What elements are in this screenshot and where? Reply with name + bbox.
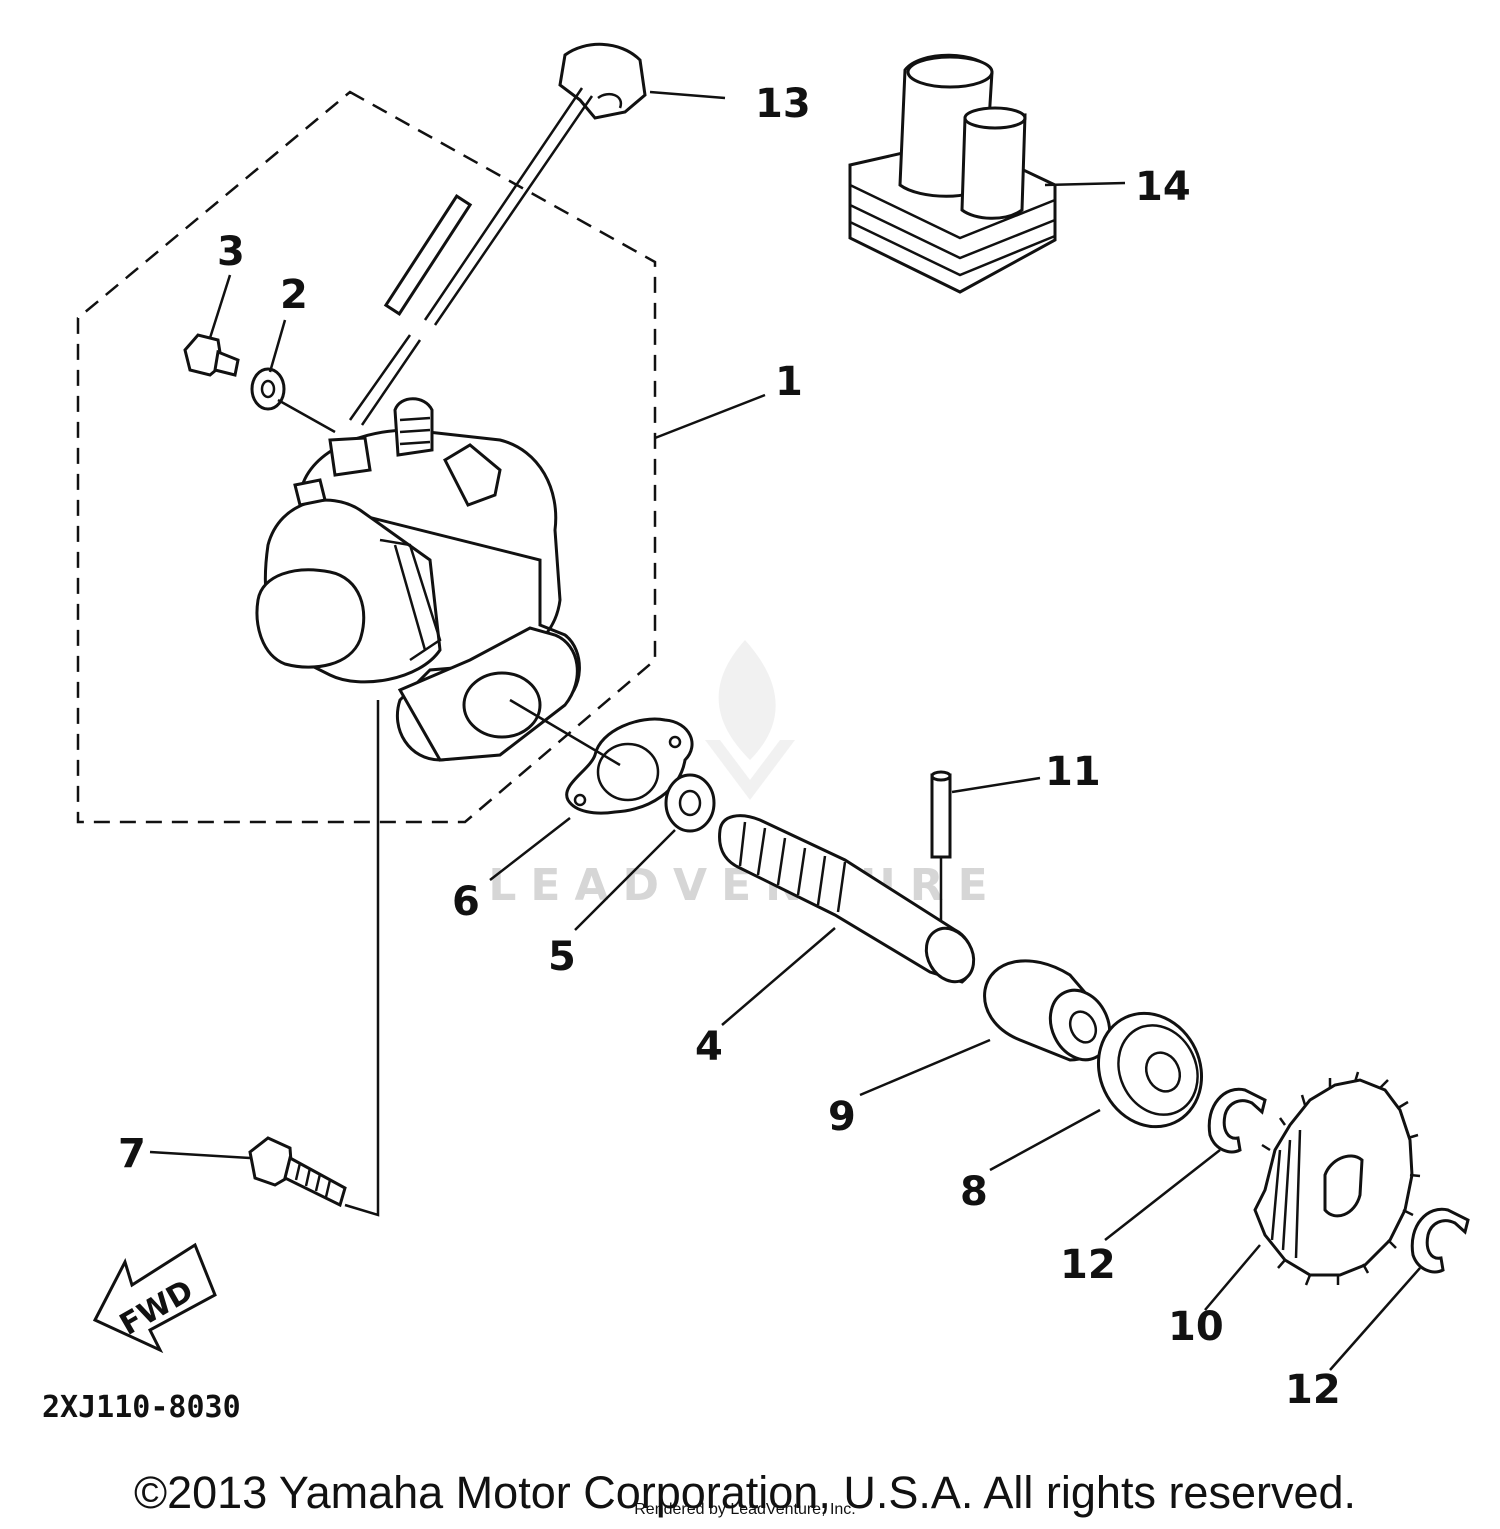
pin-part-11: [930, 770, 952, 859]
fwd-arrow-icon: FWD: [92, 1242, 217, 1354]
pump-body-part-1: [255, 397, 581, 762]
callout-14: 14: [1135, 164, 1191, 210]
callout-12-upper: 12: [1060, 1242, 1116, 1288]
callout-7: 7: [118, 1131, 146, 1177]
diagram-code: 2XJ110-8030: [42, 1390, 241, 1425]
circlip-part-12b: [1410, 1207, 1470, 1274]
shaft-part-4: [718, 814, 976, 984]
seal-part-5: [664, 773, 716, 833]
collar-part-9: [983, 959, 1112, 1062]
assembly-outline: [76, 90, 657, 824]
callout-6: 6: [452, 879, 480, 925]
gasket-part-6: [565, 717, 694, 815]
callout-11: 11: [1045, 749, 1101, 795]
callout-4: 4: [695, 1024, 723, 1070]
callout-13: 13: [755, 81, 811, 127]
bearing-part-8: [1096, 1011, 1204, 1129]
callout-1: 1: [775, 359, 803, 405]
block-part-14: [848, 53, 1057, 294]
copyright-notice: ©2013 Yamaha Motor Corporation, U.S.A. A…: [134, 1467, 1356, 1518]
callout-5: 5: [548, 934, 576, 980]
callout-3: 3: [217, 229, 245, 275]
callout-2: 2: [280, 272, 308, 318]
callout-9: 9: [828, 1094, 856, 1140]
callout-12-lower: 12: [1285, 1367, 1341, 1413]
leader-lines: [149, 90, 1421, 1371]
cable-sleeve: [383, 194, 473, 316]
callout-10: 10: [1168, 1304, 1224, 1350]
cable-rod: [423, 87, 594, 326]
callout-8: 8: [960, 1169, 988, 1215]
watermark-logo: [705, 640, 795, 800]
guide-line-bolt-7: [344, 700, 380, 1217]
gear-part-10: [1253, 1071, 1421, 1286]
circlip-part-12a: [1207, 1087, 1267, 1154]
bolt-part-7: [248, 1136, 347, 1208]
washer-part-2: [250, 367, 286, 411]
rendered-by-notice: Rendered by LeadVenture, Inc.: [634, 1501, 856, 1518]
bolt-part-3: [183, 333, 240, 377]
clip-part-13: [558, 42, 647, 120]
